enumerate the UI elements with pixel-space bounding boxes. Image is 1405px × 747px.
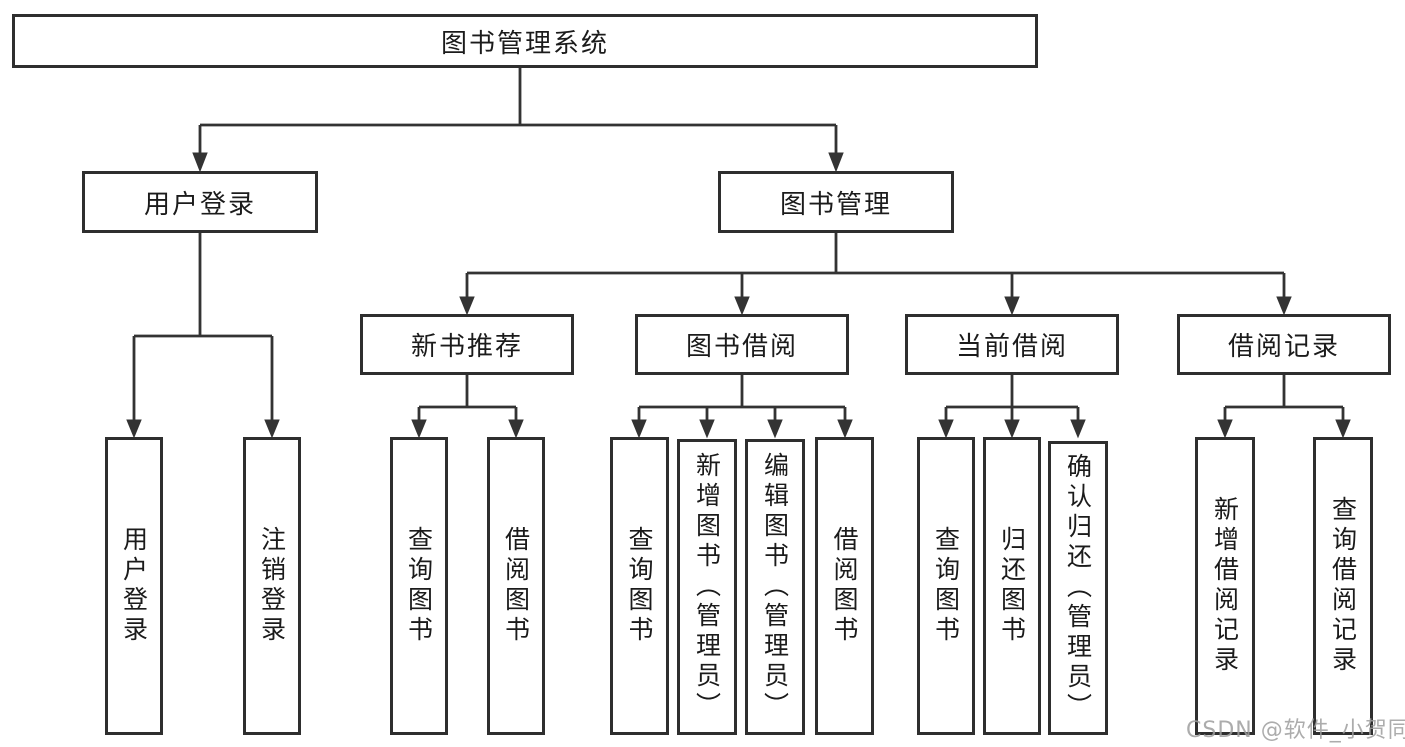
node-book-borrowing: 图书借阅 — [635, 314, 849, 375]
node-borrow-records: 借阅记录 — [1177, 314, 1391, 375]
arrowheads — [126, 152, 1351, 439]
node-leaf-borrow-books-1: 借阅图书 — [487, 437, 545, 735]
node-current-borrowing: 当前借阅 — [905, 314, 1119, 375]
node-book-management: 图书管理 — [718, 171, 954, 233]
node-user-login-group: 用户登录 — [82, 171, 318, 233]
node-leaf-query-books-3: 查询图书 — [917, 437, 975, 735]
node-leaf-query-borrow-record: 查询借阅记录 — [1313, 437, 1373, 735]
csdn-watermark: CSDN @软件_小贺同学 — [1186, 718, 1405, 743]
node-leaf-return-book: 归还图书 — [983, 437, 1041, 735]
node-new-book-recommend: 新书推荐 — [360, 314, 574, 375]
node-leaf-add-book-admin: 新增图书（管理员） — [677, 439, 737, 735]
node-leaf-borrow-books-2: 借阅图书 — [815, 437, 874, 735]
node-leaf-query-books-1: 查询图书 — [390, 437, 448, 735]
node-leaf-logout: 注销登录 — [243, 437, 301, 735]
node-root: 图书管理系统 — [12, 14, 1038, 68]
node-leaf-edit-book-admin: 编辑图书（管理员） — [745, 439, 805, 735]
node-leaf-confirm-return-admin: 确认归还（管理员） — [1048, 441, 1108, 735]
connector-path — [132, 68, 1345, 421]
node-leaf-user-login: 用户登录 — [105, 437, 163, 735]
node-leaf-add-borrow-record: 新增借阅记录 — [1195, 437, 1255, 735]
node-leaf-query-books-2: 查询图书 — [610, 437, 669, 735]
